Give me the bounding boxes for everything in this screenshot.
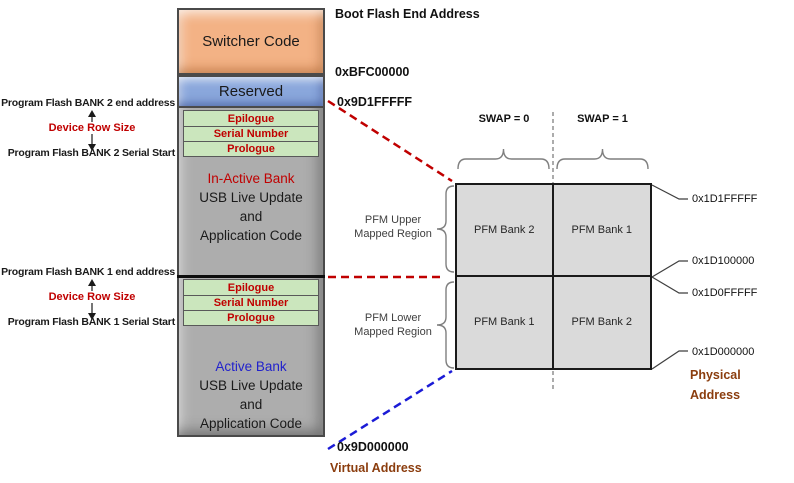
bank2-serial-number-row: Serial Number xyxy=(184,126,318,141)
bank1-serial-number-row: Serial Number xyxy=(184,295,318,310)
switcher-code-label: Switcher Code xyxy=(202,33,300,50)
bank-divider-line xyxy=(177,275,325,278)
cell-lower-swap1: PFM Bank 2 xyxy=(553,276,650,368)
inactive-bank-title: In-Active Bank xyxy=(207,171,295,186)
bank2-prologue-row: Prologue xyxy=(184,141,318,156)
bank2-serial-start-label: Program Flash BANK 2 Serial Start xyxy=(7,147,175,159)
bank1-end-address-label: Program Flash BANK 1 end address xyxy=(1,266,175,278)
physical-addr-1d100000: 0x1D100000 xyxy=(692,255,755,267)
bank2-epilogue-row: Epilogue xyxy=(184,111,318,126)
pfm-upper-region-label: PFM Upper Mapped Region xyxy=(354,214,432,240)
bank1-serial-start-label: Program Flash BANK 1 Serial Start xyxy=(7,316,175,328)
bank1-epilogue-row: Epilogue xyxy=(184,280,318,295)
pfm-upper-region-brace xyxy=(436,185,455,273)
active-bank-block: Active Bank USB Live Update and Applicat… xyxy=(179,357,323,433)
physical-addr-1d1fffff: 0x1D1FFFFF xyxy=(692,193,758,205)
bank2-device-row-size-label: Device Row Size xyxy=(46,122,138,134)
bank2-end-address-label: Program Flash BANK 2 end address xyxy=(1,97,175,109)
cell-upper-swap1: PFM Bank 1 xyxy=(553,185,650,277)
cell-lower-swap0: PFM Bank 1 xyxy=(457,276,554,368)
virtual-addr-bfc00000: 0xBFC00000 xyxy=(335,65,410,79)
inactive-bank-line2: and xyxy=(239,209,263,224)
swap1-header: SWAP = 1 xyxy=(577,113,628,125)
physical-addr-1d000000: 0x1D000000 xyxy=(692,346,755,358)
bank1-boot-rows: Epilogue Serial Number Prologue xyxy=(183,279,319,326)
physical-addr-1d0fffff: 0x1D0FFFFF xyxy=(692,287,758,299)
reserved-segment: Reserved xyxy=(177,75,325,108)
swap0-header: SWAP = 0 xyxy=(478,113,530,125)
inactive-bank-line1: USB Live Update xyxy=(199,190,303,205)
cell-upper-swap0: PFM Bank 2 xyxy=(457,185,554,277)
physical-address-connectors xyxy=(651,184,688,370)
pfm-swap-table: PFM Bank 2 PFM Bank 1 PFM Bank 1 PFM Ban… xyxy=(455,183,652,370)
blue-dashed-lower-connector xyxy=(327,369,453,451)
swap0-brace xyxy=(457,148,550,170)
pfm-lower-region-brace xyxy=(436,281,455,369)
active-bank-title: Active Bank xyxy=(215,359,287,374)
active-bank-line2: and xyxy=(239,397,263,412)
pfm-lower-region-label: PFM Lower Mapped Region xyxy=(354,312,432,338)
active-bank-line1: USB Live Update xyxy=(199,378,303,393)
virtual-addr-9d1fffff: 0x9D1FFFFF xyxy=(337,95,413,109)
red-dashed-upper-connector xyxy=(327,99,453,183)
bank1-device-row-size-label: Device Row Size xyxy=(46,291,138,303)
swap1-brace xyxy=(556,148,649,170)
inactive-bank-block: In-Active Bank USB Live Update and Appli… xyxy=(179,169,323,245)
physical-address-axis-label: Physical Address xyxy=(690,368,741,402)
reserved-label: Reserved xyxy=(218,83,284,100)
active-bank-line3: Application Code xyxy=(199,416,303,431)
bank2-boot-rows: Epilogue Serial Number Prologue xyxy=(183,110,319,157)
virtual-addr-9d000000: 0x9D000000 xyxy=(337,440,409,454)
inactive-bank-line3: Application Code xyxy=(199,228,303,243)
switcher-code-segment: Switcher Code xyxy=(177,8,325,75)
bank1-prologue-row: Prologue xyxy=(184,310,318,325)
boot-flash-end-address-label: Boot Flash End Address xyxy=(335,7,480,21)
virtual-address-axis-label: Virtual Address xyxy=(330,461,422,475)
